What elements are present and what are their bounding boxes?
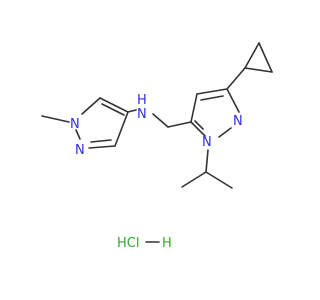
amine-h-label: H (137, 93, 147, 108)
bond-c3-n2-double (90, 139, 112, 143)
left-pyrazole-n2-label: N (75, 143, 85, 158)
bond-cp-c (258, 42, 273, 73)
bond-n2-n1 (75, 129, 81, 140)
bond-c4-c3 (114, 111, 129, 147)
bond-rc3-cp (226, 67, 246, 90)
right-pyrazole-n1-label: N (202, 135, 212, 150)
bond-c4-nh (127, 109, 137, 113)
bond-c3-n2 (88, 145, 116, 149)
bond-methyl-n1 (41, 115, 70, 123)
bond-rc3-rn2 (226, 88, 240, 113)
bond-rn2-rn1 (218, 127, 232, 138)
bond-rn1-rc5 (190, 121, 206, 137)
bond-c5-c4-double (101, 103, 125, 116)
bond-n1-c5 (81, 97, 101, 115)
bond-cp-b (244, 42, 260, 69)
bond-c5-c4 (99, 97, 129, 113)
right-pyrazole-n2-label: N (233, 114, 243, 129)
bond-cp-a (244, 67, 273, 73)
molecule-drawing: H N N N N N HCl H (41, 42, 273, 251)
bond-nh-ch2 (152, 113, 169, 128)
hcl-label: HCl (117, 236, 139, 251)
bond-ipr-me2 (205, 171, 233, 189)
structure-canvas: H N N N N N HCl H (41, 42, 273, 251)
bond-rc4-rc3-double (200, 95, 224, 101)
left-pyrazole-n1-label: N (70, 117, 80, 132)
bond-ipr-me1 (181, 171, 207, 188)
bond-rc5-rc4 (190, 93, 198, 123)
bond-rc4-rc3 (196, 88, 228, 95)
salt-h-label: H (162, 236, 172, 251)
bond-rn1-rc5-double (194, 120, 204, 130)
bond-ch2-c5 (167, 121, 192, 128)
bond-rn1-ipr (205, 149, 209, 173)
amine-n-label: N (137, 107, 147, 122)
